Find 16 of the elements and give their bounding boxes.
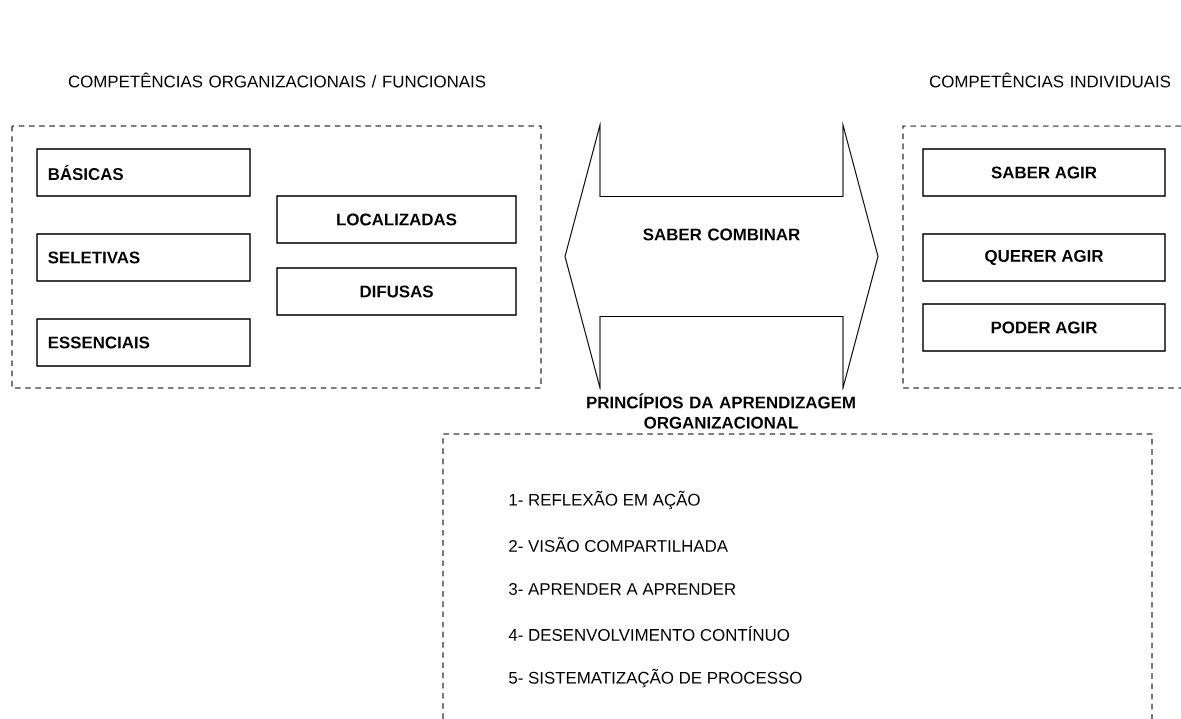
- label-box: LOCALIZADAS: [276, 195, 517, 244]
- label-box: SABER AGIR: [922, 148, 1166, 197]
- node-label: 1- REFLEXÃO EM AÇÃO: [509, 490, 700, 510]
- node-label: 4- DESENVOLVIMENTO CONTÍNUO: [508, 626, 790, 641]
- label-box: QUERER AGIR: [922, 233, 1166, 282]
- node-label: 3- APRENDER A APRENDER: [509, 583, 736, 595]
- label-box: BÁSICAS: [36, 148, 251, 197]
- node-label: 2- VISÃO COMPARTILHADA: [509, 537, 728, 552]
- label-box: SELETIVAS: [36, 233, 251, 282]
- label-box: ESSENCIAIS: [36, 318, 251, 367]
- node-label: 5- SISTEMATIZAÇÃO DE PROCESSO: [509, 668, 802, 688]
- node-label: PRINCÍPIOS DA APRENDIZAGEM ORGANIZACIONAL: [587, 393, 855, 429]
- label-box: DIFUSAS: [276, 267, 517, 316]
- label-box: PODER AGIR: [922, 303, 1166, 352]
- node-label: COMPETÊNCIAS ORGANIZACIONAIS / FUNCIONAIS: [68, 72, 486, 88]
- dashed-list-box: PRINCÍPIOS DA APRENDIZAGEM ORGANIZACIONAL 1- REFLEXÃO EM AÇÃO 2- VISÃO COMPARTILHADA 3- APRENDER A APRENDER 4- DESENVOLVIMENTO CONTÍNUO 5- SISTEMATIZAÇÃO DE PROCESSO: [442, 389, 1153, 719]
